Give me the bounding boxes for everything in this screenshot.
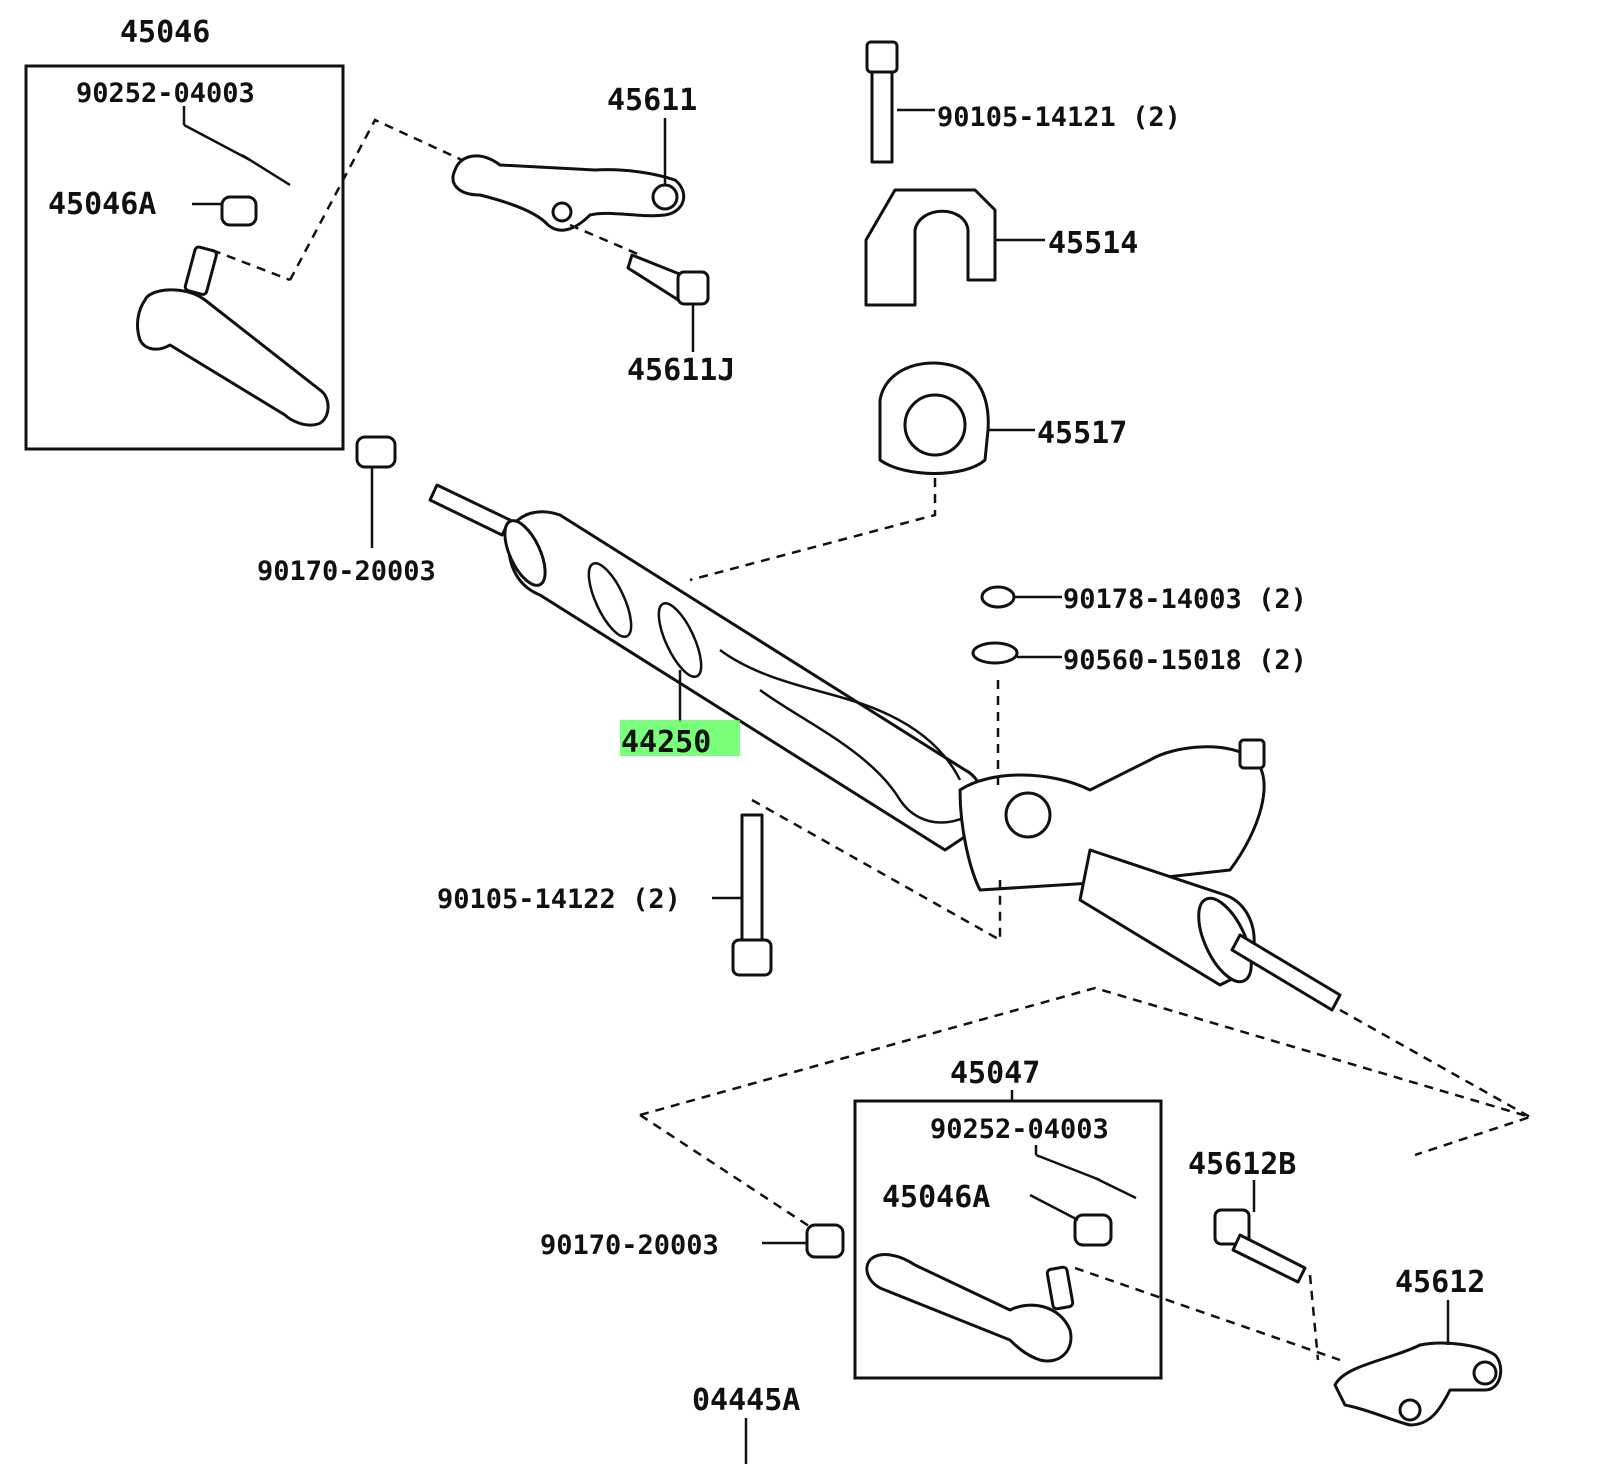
label-45046A-top[interactable]: 45046A: [48, 187, 156, 222]
nut-90178-14003[interactable]: [980, 585, 1062, 609]
nut-90170-20003-bottom[interactable]: [762, 1223, 845, 1259]
tie-rod-end-left: [136, 288, 330, 427]
bolt-90105-14121[interactable]: [865, 40, 935, 164]
tie-rod-end-assembly-right[interactable]: [853, 1090, 1163, 1380]
label-45612[interactable]: 45612: [1395, 1265, 1485, 1300]
highlight-44250: [620, 720, 740, 756]
label-90252-04003-top[interactable]: 90252-04003: [76, 78, 255, 109]
label-45612B[interactable]: 45612B: [1188, 1147, 1296, 1182]
washer-90560-15018[interactable]: [971, 641, 1062, 665]
bolt-90105-14122[interactable]: [712, 798, 1002, 977]
steering-rack-44250[interactable]: [428, 483, 1342, 1012]
label-90178-14003[interactable]: 90178-14003 (2): [1063, 584, 1307, 615]
tie-rod-thread-right: [1230, 933, 1342, 1012]
castle-nut-bottom: [1073, 1213, 1113, 1247]
castle-nut-top: [220, 195, 258, 227]
label-45046A-bottom[interactable]: 45046A: [882, 1180, 990, 1215]
label-45047[interactable]: 45047: [950, 1056, 1040, 1091]
cotter-pin-bottom: [1094, 1176, 1137, 1200]
label-45611[interactable]: 45611: [607, 83, 697, 118]
label-90105-14121[interactable]: 90105-14121 (2): [937, 102, 1181, 133]
label-04445A[interactable]: 04445A: [692, 1383, 800, 1418]
tie-rod-end-right: [865, 1253, 1073, 1363]
tie-rod-thread-left: [428, 483, 512, 537]
label-90170-20003-top[interactable]: 90170-20003: [257, 556, 436, 587]
tie-rod-end-assembly-left[interactable]: [24, 64, 345, 451]
knuckle-arm-top: [451, 154, 686, 232]
label-44250[interactable]: 44250: [621, 725, 711, 760]
assembly-box-45046: [24, 64, 345, 451]
nut-90170-20003-top[interactable]: [355, 435, 397, 548]
bushing-45517[interactable]: [689, 361, 1035, 582]
knuckle-arm-45611[interactable]: [451, 118, 710, 352]
label-45517[interactable]: 45517: [1037, 416, 1127, 451]
bracket-45514[interactable]: [864, 188, 1045, 307]
knuckle-arm-45612[interactable]: [1333, 1300, 1503, 1427]
label-45046[interactable]: 45046: [120, 15, 210, 50]
label-90105-14122[interactable]: 90105-14122 (2): [437, 884, 681, 915]
assembly-box-45047: [853, 1099, 1163, 1380]
label-90252-04003-bottom[interactable]: 90252-04003: [930, 1114, 1109, 1145]
tie-rod-stud-left: [183, 245, 218, 296]
label-90560-15018[interactable]: 90560-15018 (2): [1063, 645, 1307, 676]
label-90170-20003-bottom[interactable]: 90170-20003: [540, 1230, 719, 1261]
label-45514[interactable]: 45514: [1048, 226, 1138, 261]
label-45611J[interactable]: 45611J: [627, 353, 735, 388]
bolt-45612B[interactable]: [1074, 1180, 1341, 1362]
